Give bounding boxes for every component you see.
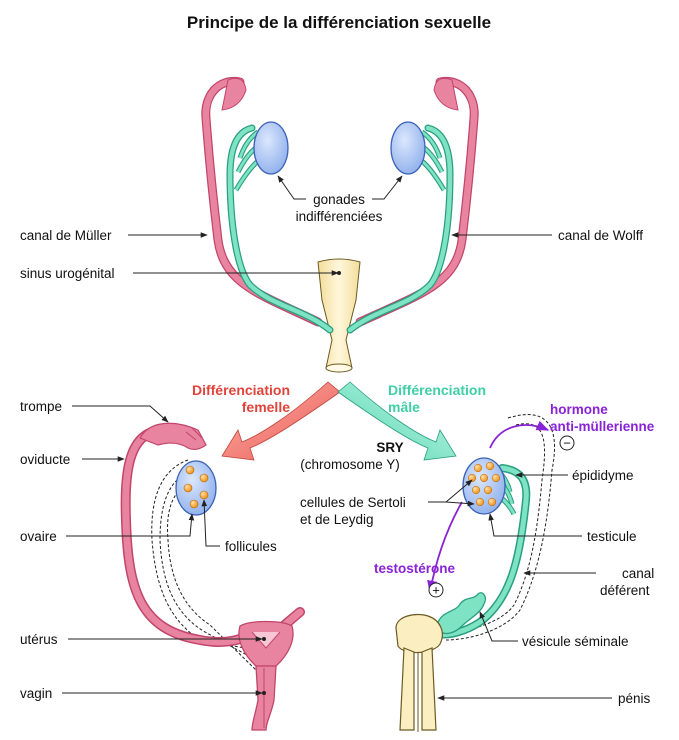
label-gonades-line2: indifférenciées [296, 209, 383, 224]
minus-sign [559, 435, 575, 451]
label-diff-male-line2: mâle [388, 399, 420, 415]
differentiation-arrows: Différenciation femelle Différenciation … [192, 381, 486, 472]
vesicule-seminale [437, 592, 486, 635]
label-trompe: trompe [20, 399, 62, 414]
label-oviducte: oviducte [20, 452, 70, 467]
label-sry: SRY [376, 440, 403, 455]
label-epididyme: épididyme [572, 468, 634, 483]
label-uterus: utérus [20, 632, 58, 647]
label-testicule: testicule [587, 529, 637, 544]
wolff-duct-right [346, 124, 454, 334]
indifferent-stage: gonades indifférenciées canal de Müller … [20, 76, 643, 373]
label-amh-line1: hormone [550, 402, 608, 417]
label-ovaire: ovaire [20, 529, 57, 544]
wolff-duct-left [226, 124, 334, 334]
follicle [183, 483, 193, 493]
penis [399, 647, 437, 731]
label-penis: pénis [618, 691, 651, 706]
label-minus: − [563, 436, 571, 451]
plus-sign [428, 582, 444, 598]
follicle [199, 473, 209, 483]
label-plus: + [432, 583, 440, 598]
label-testosterone: testostérone [374, 561, 456, 576]
label-canal-deferent-line2: déférent [600, 583, 650, 598]
male-arrow [337, 381, 457, 461]
muller-funnel-right [433, 77, 459, 111]
female-arrow [221, 381, 341, 461]
label-sertoli-line2: et de Leydig [300, 512, 374, 527]
follicle [199, 490, 209, 500]
sinus-urogenital [317, 258, 361, 372]
label-canal-wolff: canal de Wolff [558, 228, 643, 243]
muller-funnel-left [221, 77, 247, 111]
muller-duct-left [201, 76, 323, 327]
label-vesicule-seminale: vésicule séminale [522, 634, 629, 649]
sertoli-leydig-cells [467, 461, 501, 507]
muller-duct-right [355, 76, 479, 327]
canal-deferent [435, 465, 529, 637]
label-diff-femelle-line2: femelle [242, 399, 290, 415]
gonad-left [253, 121, 289, 175]
gonad-right [390, 121, 426, 175]
female-tract: trompe oviducte ovaire follicules utérus… [20, 399, 305, 731]
label-follicules: follicules [225, 539, 277, 554]
label-canal-deferent-line1: canal [622, 566, 654, 581]
page-title: Principe de la différenciation sexuelle [187, 13, 491, 32]
trompe [139, 422, 207, 451]
label-sertoli-line1: cellules de Sertoli [300, 495, 406, 510]
label-diff-male-line1: Différenciation [388, 382, 486, 398]
label-amh-line2: anti-müllerienne [550, 419, 655, 434]
label-canal-muller: canal de Müller [20, 228, 112, 243]
oviduct [122, 428, 262, 646]
label-sinus-urogenital: sinus urogénital [20, 266, 115, 281]
testis [462, 457, 506, 515]
male-tract: hormone anti-müllerienne − testostérone … [300, 402, 655, 732]
follicle [185, 465, 195, 475]
label-chromosome-y: (chromosome Y) [300, 457, 400, 472]
label-diff-femelle-line1: Différenciation [192, 382, 290, 398]
follicle [189, 499, 199, 509]
label-gonades-line1: gonades [313, 192, 365, 207]
label-vagin: vagin [20, 686, 52, 701]
prostate [395, 613, 443, 654]
sinus-opening [325, 363, 353, 373]
